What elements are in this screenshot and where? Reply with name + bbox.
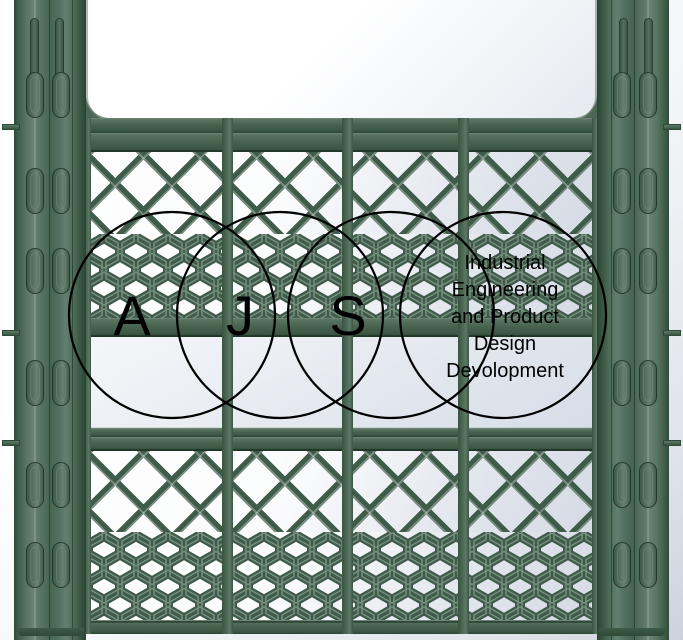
crate-foot-right	[599, 628, 665, 636]
column-seam	[634, 0, 635, 640]
logo-caption-line-2: Engineering	[451, 279, 559, 301]
column-oval-handle	[639, 168, 657, 214]
diamond-lattice	[88, 450, 595, 532]
rail-foot	[14, 620, 669, 634]
column-oval-handle	[52, 542, 70, 588]
column-oval-handle	[639, 72, 657, 118]
column-oval-handle	[639, 360, 657, 406]
diamond-lattice-highlight	[88, 450, 595, 532]
right-column	[597, 0, 669, 640]
column-stub-left	[2, 440, 20, 446]
column-oval-handle	[639, 248, 657, 294]
column-highlight	[647, 0, 649, 640]
logo-caption-line-1: Industrial	[464, 252, 546, 274]
rail-rib-upper	[88, 150, 595, 152]
column-oval-handle	[613, 248, 631, 294]
column-oval-handle	[639, 462, 657, 508]
left-column-body	[14, 0, 86, 640]
column-oval-handle	[26, 462, 44, 508]
column-stub-right	[663, 124, 681, 130]
column-stub-left	[2, 124, 20, 130]
column-seam	[611, 0, 612, 640]
column-highlight	[34, 0, 36, 640]
column-seam	[72, 0, 73, 640]
column-oval-handle	[26, 360, 44, 406]
column-stub-right	[663, 330, 681, 336]
rail-top-rim	[14, 118, 669, 133]
honeycomb-lattice	[88, 532, 595, 622]
column-oval-handle	[613, 72, 631, 118]
logo-caption-line-5: Devolopment	[446, 360, 564, 382]
column-oval-handle	[613, 462, 631, 508]
handle-cutout-edge	[86, 0, 597, 120]
column-stub-left	[2, 330, 20, 336]
column-oval-handle	[26, 168, 44, 214]
column-oval-handle	[613, 542, 631, 588]
column-oval-handle	[26, 72, 44, 118]
left-column	[14, 0, 86, 640]
column-stub-right	[663, 440, 681, 446]
column-oval-handle	[52, 360, 70, 406]
logo-caption-line-4: Design	[473, 333, 537, 355]
column-oval-handle	[613, 168, 631, 214]
column-oval-handle	[26, 248, 44, 294]
vertical-divider-1	[222, 118, 233, 634]
column-oval-handle	[52, 462, 70, 508]
column-oval-handle	[52, 168, 70, 214]
column-oval-handle	[52, 72, 70, 118]
logo-caption-line-3: and Product	[451, 306, 559, 328]
column-oval-handle	[52, 248, 70, 294]
column-oval-handle	[639, 542, 657, 588]
column-oval-handle	[613, 360, 631, 406]
rail-rib-lower	[88, 449, 595, 451]
column-oval-handle	[26, 542, 44, 588]
crate-foot-left	[18, 628, 84, 636]
vertical-divider-2	[342, 118, 353, 634]
rail-lower-a	[14, 428, 669, 437]
right-column-body	[597, 0, 669, 640]
handle-cutout	[86, 0, 597, 120]
rail-rib-foot	[88, 621, 595, 623]
column-seam	[49, 0, 50, 640]
